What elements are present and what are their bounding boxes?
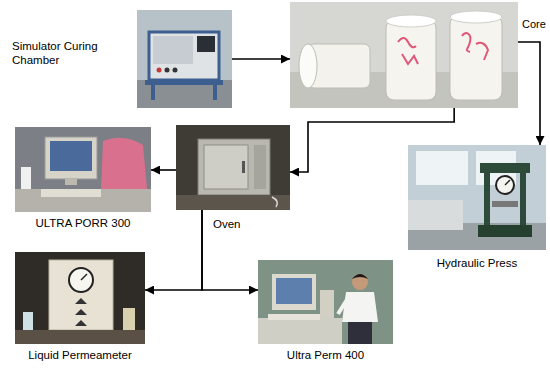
person-hair — [352, 274, 368, 279]
flow-arrow — [290, 108, 454, 172]
porosimeter-node: ULTRA PORR 300 — [15, 127, 151, 212]
chamber-screen — [197, 36, 215, 52]
monitor — [45, 137, 97, 179]
press-platen — [492, 201, 518, 207]
chamber-leg — [151, 84, 155, 100]
photo-caption: ULTRA PORR 300 — [15, 217, 151, 231]
person-head — [352, 274, 368, 290]
flow-arrow — [151, 169, 176, 171]
bottle — [123, 308, 135, 330]
photo-background — [15, 127, 151, 212]
press-head — [480, 163, 530, 173]
press-gauge — [496, 176, 514, 194]
chamber-table — [145, 80, 223, 85]
person-trousers — [348, 322, 372, 344]
flow-arrow — [145, 210, 202, 290]
core-end — [450, 11, 502, 23]
flow-arrow — [202, 210, 258, 290]
monitor-screen — [276, 278, 312, 304]
valve-symbol — [75, 298, 87, 304]
core-node: Core — [290, 2, 518, 108]
core-cylinder — [450, 16, 502, 100]
core-marking — [398, 38, 416, 47]
oven-photo — [176, 125, 290, 210]
computer-case — [320, 290, 334, 318]
chamber-knob — [165, 68, 170, 73]
chamber-node: Simulator Curing Chamber — [137, 10, 232, 108]
press-photo — [408, 145, 546, 250]
monitor-stand — [65, 179, 77, 185]
porosimeter-photo — [15, 127, 151, 212]
sample-label: Core — [522, 18, 546, 31]
flow-arrow — [518, 42, 540, 145]
photo-caption: Liquid Permeameter — [15, 349, 145, 363]
chamber-knob — [173, 68, 178, 73]
permeameter-dial — [69, 268, 93, 292]
core-marking — [402, 54, 418, 64]
photo-desk — [15, 189, 151, 212]
instrument-cover — [101, 138, 147, 189]
core-cylinder — [386, 20, 436, 100]
core-end — [299, 44, 317, 88]
photo-bench — [15, 330, 145, 344]
oven-controls — [254, 145, 266, 189]
core-end — [386, 15, 436, 27]
photo-background — [258, 260, 393, 344]
flow-arrow — [232, 58, 290, 60]
photo-caption: Simulator Curing Chamber — [12, 40, 116, 68]
chamber-leg — [213, 84, 217, 100]
person-shirt — [342, 292, 378, 322]
photo-background — [290, 2, 518, 108]
photo-background — [15, 252, 145, 344]
photo-wall — [137, 10, 232, 108]
photo-window — [416, 151, 468, 185]
oven-node: Oven — [176, 125, 290, 210]
photo-table — [176, 195, 290, 210]
press-node: Hydraulic Press — [408, 145, 546, 250]
bottle — [21, 167, 31, 189]
monitor-screen — [50, 141, 92, 171]
person-arm — [338, 298, 348, 314]
permeameter-node: Ultra Perm 400 — [258, 260, 393, 344]
dial-needle — [81, 274, 87, 280]
bottle — [23, 312, 33, 330]
chamber-panel — [153, 36, 193, 64]
gauge-needle — [505, 180, 510, 185]
core-photo — [290, 2, 518, 108]
core-marking — [476, 43, 488, 60]
liquid-permeameter-node: Liquid Permeameter — [15, 252, 145, 344]
keyboard — [41, 189, 101, 197]
liquid-permeameter-photo — [15, 252, 145, 344]
keyboard — [268, 314, 320, 320]
chamber-cabinet — [149, 32, 219, 80]
photo-desk — [258, 318, 342, 344]
oven-cable — [272, 197, 277, 207]
permeameter-photo — [258, 260, 393, 344]
monitor — [272, 274, 316, 310]
chamber-knob — [157, 68, 162, 73]
photo-floor — [137, 80, 232, 108]
permeameter-panel — [49, 260, 113, 330]
valve-symbol — [75, 309, 87, 315]
photo-wall — [408, 145, 546, 250]
photo-background — [176, 125, 290, 210]
photo-caption: Hydraulic Press — [408, 257, 546, 271]
photo-caption: Oven — [213, 218, 241, 232]
press-base — [478, 225, 532, 237]
oven-handle — [242, 161, 245, 173]
valve-symbol — [75, 320, 87, 326]
oven-cabinet — [198, 139, 270, 195]
photo-caption: Ultra Perm 400 — [258, 349, 393, 363]
oven-door — [204, 145, 248, 189]
core-marking — [462, 33, 470, 52]
chamber-photo — [137, 10, 232, 108]
photo-bench — [408, 200, 463, 230]
